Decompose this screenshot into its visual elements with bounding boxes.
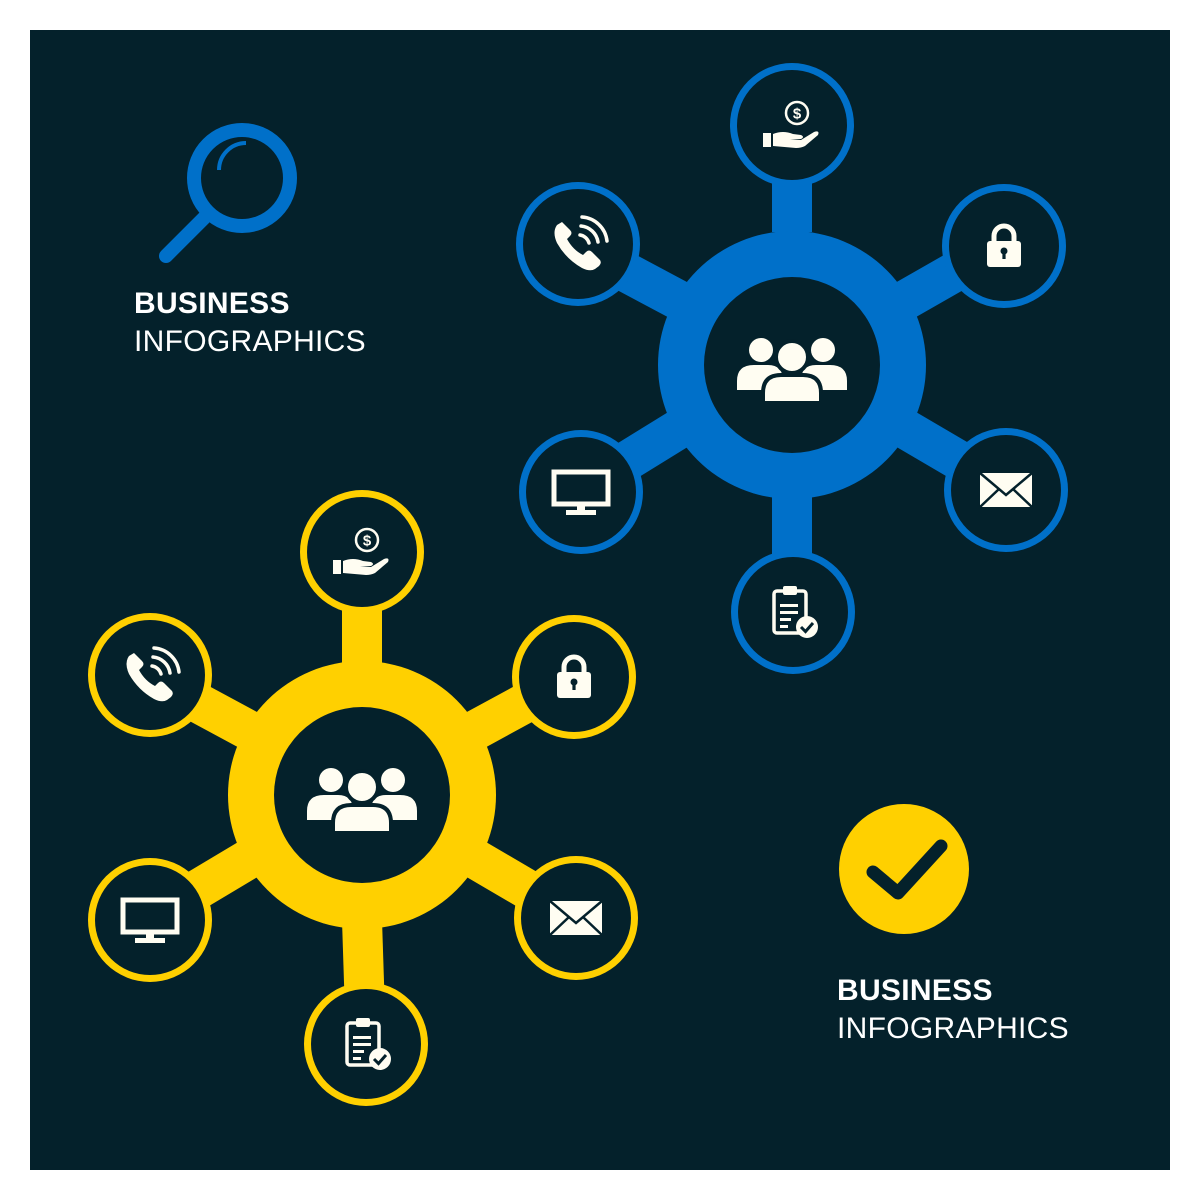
top-left-title: BUSINESS INFOGRAPHICS — [134, 285, 366, 361]
title-regular-text: INFOGRAPHICS — [837, 1012, 1069, 1045]
yellow-node-lock — [512, 615, 636, 739]
checkmark-icon — [839, 804, 969, 934]
yellow-node-money — [300, 490, 424, 614]
infographic-canvas: $ — [30, 30, 1170, 1170]
yellow-node-mail — [514, 856, 638, 980]
blue-node-money — [730, 63, 854, 187]
mail-icon — [978, 471, 1034, 509]
title-regular-text: INFOGRAPHICS — [134, 325, 366, 358]
yellow-node-clipboard — [304, 982, 428, 1106]
blue-node-monitor — [519, 430, 643, 554]
blue-node-clipboard — [731, 550, 855, 674]
magnifier-icon — [159, 123, 297, 263]
yellow-hub — [88, 490, 638, 1106]
blue-hub — [516, 63, 1068, 674]
blue-node-phone — [516, 182, 640, 306]
mail-icon — [548, 899, 604, 937]
blue-node-mail — [944, 428, 1068, 552]
yellow-node-phone — [88, 613, 212, 737]
blue-node-lock — [942, 184, 1066, 308]
title-bold-text: BUSINESS — [134, 287, 290, 320]
yellow-node-monitor — [88, 858, 212, 982]
infographic-panel: $ — [30, 30, 1170, 1170]
bottom-right-title: BUSINESS INFOGRAPHICS — [837, 972, 1069, 1048]
title-bold-text: BUSINESS — [837, 974, 993, 1007]
